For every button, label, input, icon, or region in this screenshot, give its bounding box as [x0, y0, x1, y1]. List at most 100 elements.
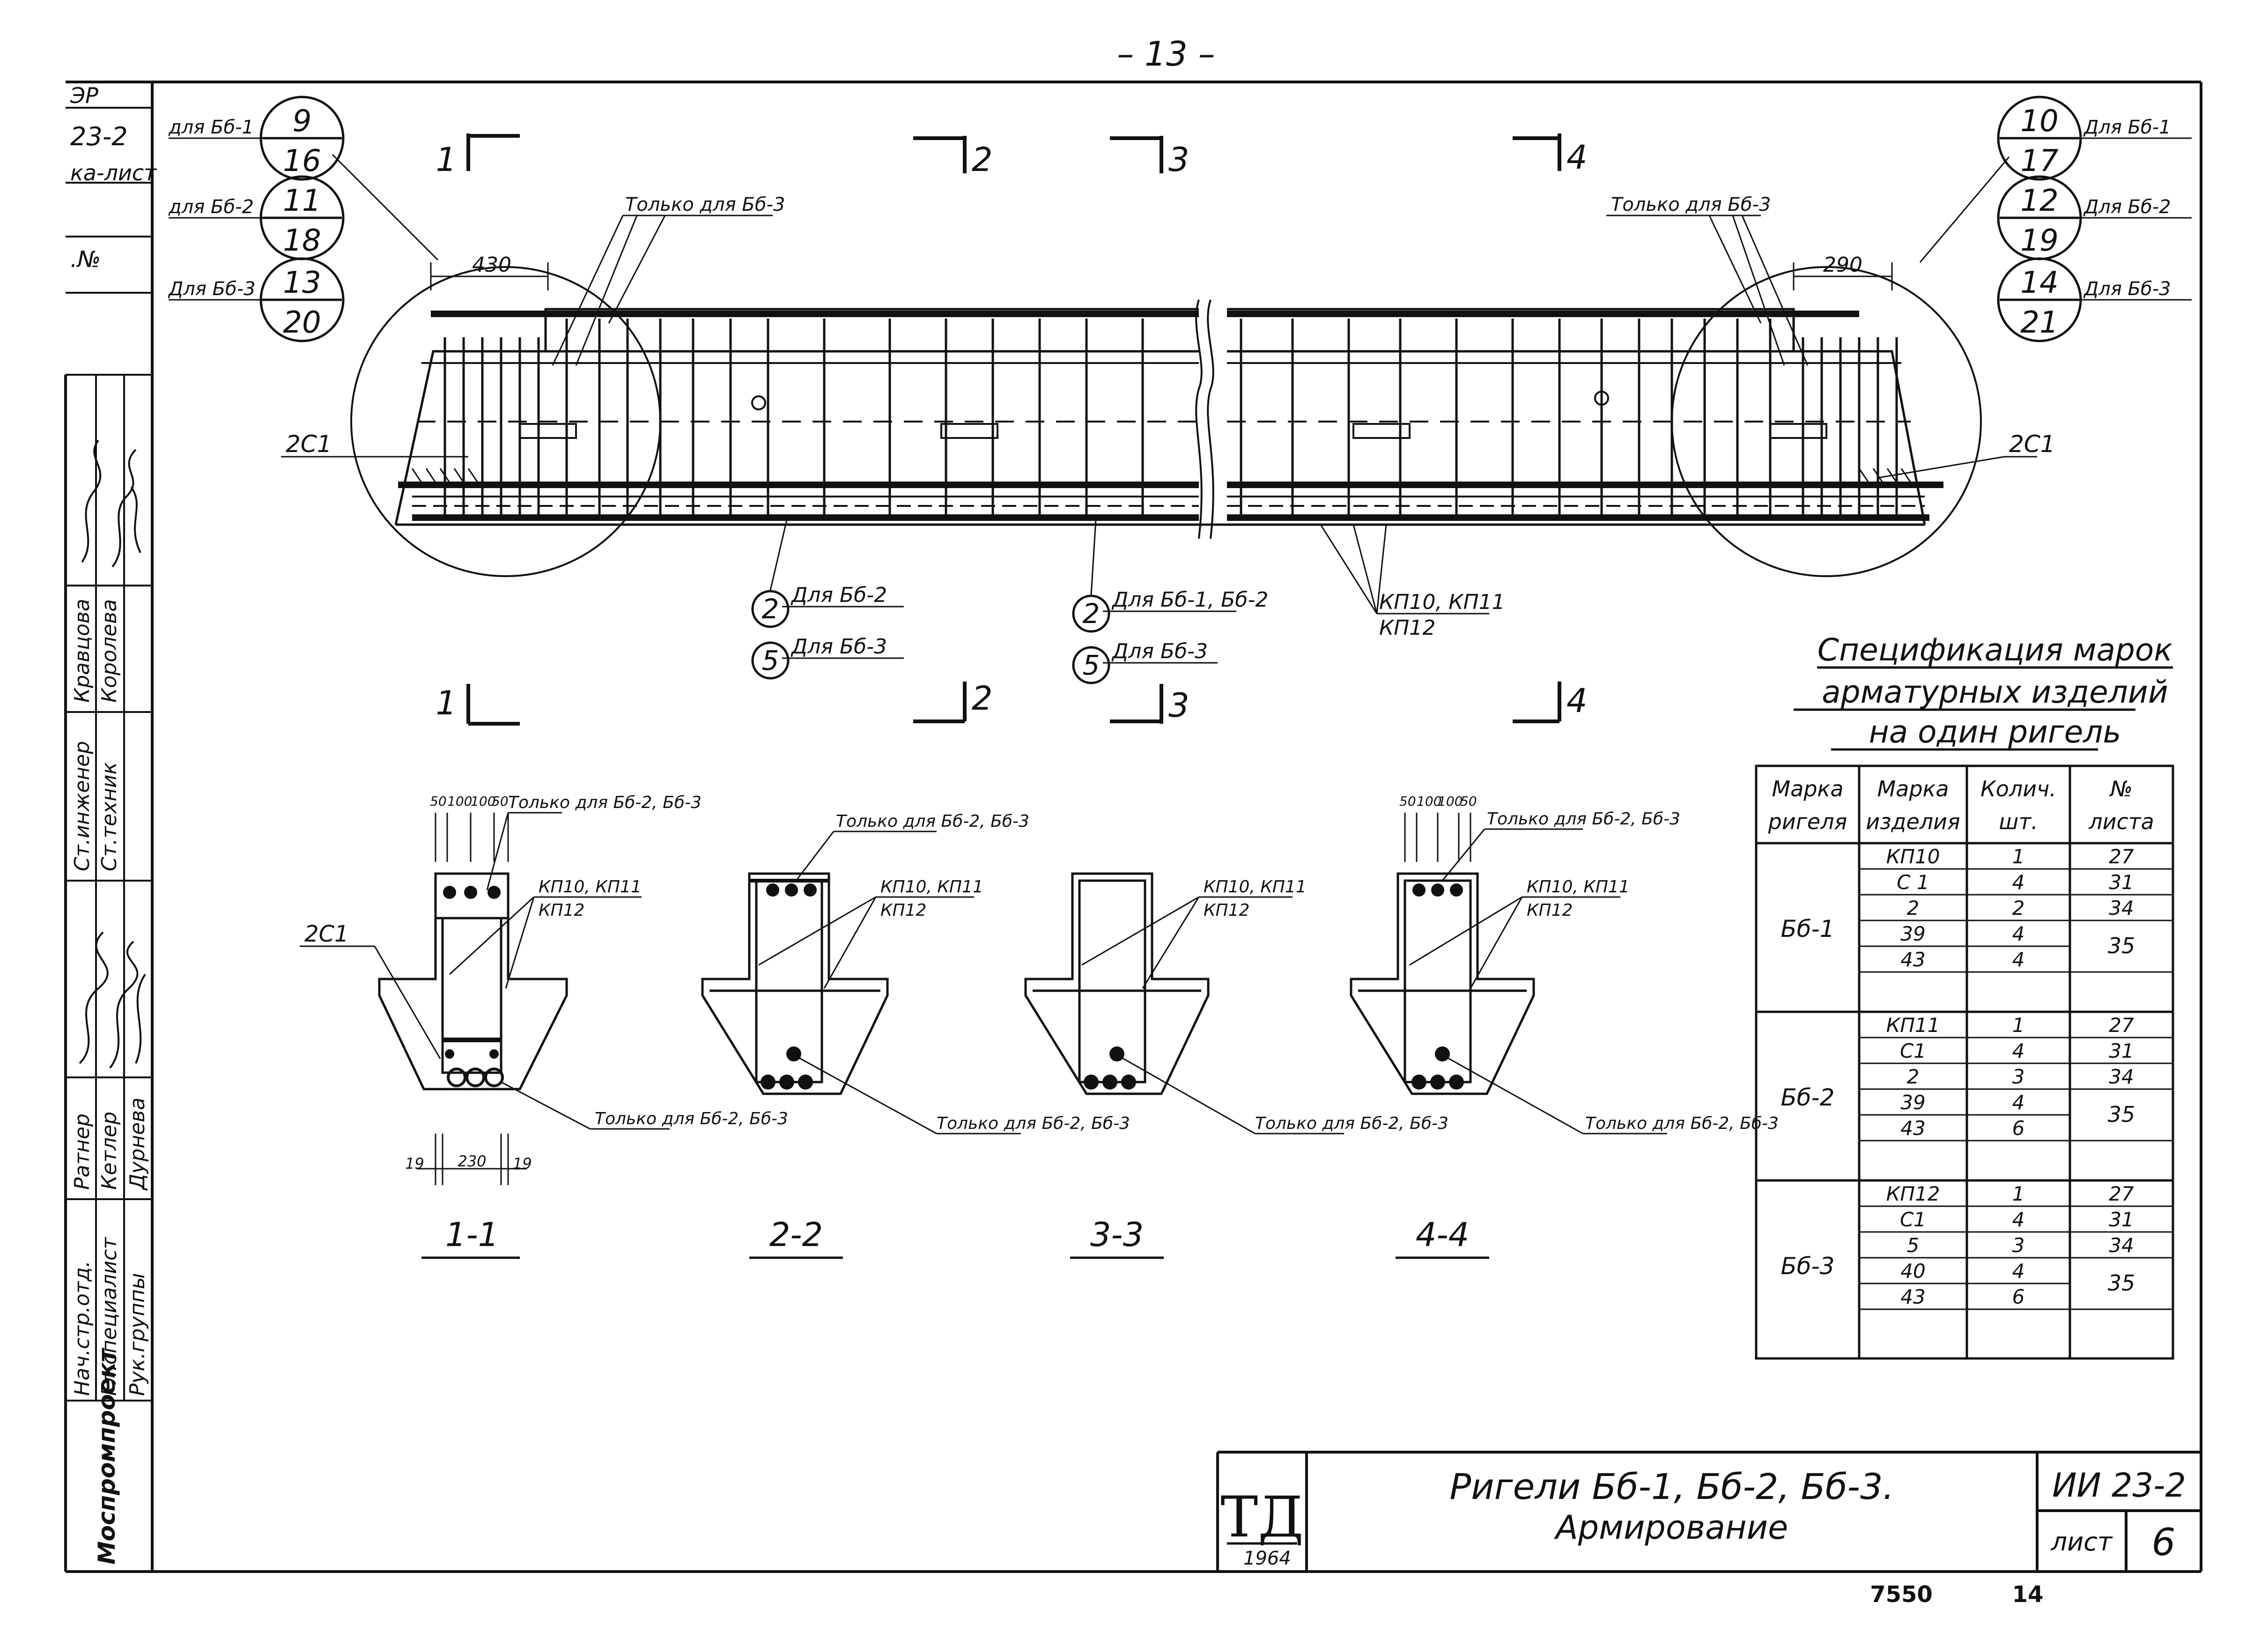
- cell: 43: [1900, 1285, 1925, 1308]
- title-block: ТД 1964 Ригели Бб-1, Бб-2, Бб-3. Армиров…: [1216, 1451, 2201, 1572]
- cell: КП10: [1886, 845, 1940, 868]
- ref-num: 14: [2020, 266, 2058, 300]
- logo-td: ТД: [1220, 1485, 1304, 1550]
- cut-markers-top: 1 2 3 4: [436, 134, 1588, 179]
- role-2: Гл.специалист: [97, 1237, 121, 1396]
- drawing-subtitle: Армирование: [1554, 1508, 1788, 1547]
- cell: 40: [1900, 1260, 1925, 1283]
- ref-label-2: для Бб-2: [168, 196, 254, 218]
- th-mark: Марка: [1772, 776, 1843, 801]
- th-item: Марка: [1877, 776, 1949, 801]
- spec-title-line2: арматурных изделий: [1822, 674, 2168, 710]
- section-4-4: 50 100 100 50 Только для Бб-2, Бб-3 КП10…: [1350, 794, 1779, 1259]
- cell: 34: [2109, 897, 2134, 920]
- callout-num: 2: [1083, 598, 1100, 630]
- section-mark-2c1: 2С1: [304, 921, 349, 947]
- cell: С1: [1900, 1039, 1926, 1062]
- section-title: 1-1: [445, 1216, 499, 1254]
- ref-num: 19: [2020, 223, 2058, 258]
- callout-num: 5: [762, 645, 779, 676]
- logo-year: 1964: [1243, 1548, 1291, 1569]
- left-strip: ЭР 23-2 ка-лист .№ Нач.стр.отд. Гл.специ…: [66, 83, 157, 1565]
- th-sheet: №: [2109, 776, 2133, 801]
- cell: 4: [2012, 1091, 2025, 1114]
- ref-num: 18: [283, 223, 321, 258]
- cell: 1: [2012, 1014, 2025, 1037]
- section-note-bottom: Только для Бб-2, Бб-3: [1585, 1114, 1779, 1133]
- th-sheet: листа: [2088, 809, 2154, 834]
- cell: 3: [2012, 1065, 2025, 1088]
- cell: 34: [2109, 1234, 2134, 1257]
- cell: 2: [1907, 1065, 1920, 1088]
- footer-number-1: 7550: [1870, 1581, 1933, 1608]
- spec-title: Спецификация марок арматурных изделий на…: [1794, 632, 2173, 751]
- cell: 1: [2012, 845, 2025, 868]
- dim-230: 230: [458, 1152, 486, 1170]
- ref-label-3: Для Бб-3: [168, 278, 256, 300]
- section-note-bottom: Только для Бб-2, Бб-3: [595, 1109, 788, 1128]
- sheet-label: лист: [2051, 1527, 2113, 1557]
- kp-label: КП10, КП11: [1379, 590, 1505, 614]
- section-kp2: КП12: [880, 901, 926, 920]
- ref-num: 17: [2020, 144, 2059, 178]
- cell: 4: [2012, 1039, 2025, 1062]
- cut-label-4b: 4: [1566, 682, 1588, 720]
- spec-title-line1: Спецификация марок: [1817, 632, 2172, 668]
- beam-elevation: Только для Бб-3 Только для Бб-3 430 290 …: [281, 194, 2055, 684]
- section-note-top: Только для Бб-2, Бб-3: [1487, 809, 1680, 829]
- ref-num: 11: [283, 184, 321, 218]
- cell: 35: [2108, 1102, 2135, 1127]
- cut-label-4: 4: [1566, 138, 1588, 177]
- group-name: Бб-3: [1781, 1253, 1835, 1280]
- ref-num: 9: [293, 104, 312, 139]
- cell: 5: [1907, 1234, 1920, 1257]
- cell: С 1: [1897, 871, 1929, 894]
- mark-2c1-right: 2С1: [2009, 430, 2055, 458]
- name-kravtsova: Кравцова: [70, 599, 94, 703]
- dim-19: 19: [513, 1155, 532, 1172]
- ref-num: 21: [2020, 305, 2058, 340]
- cut-label-2: 2: [972, 141, 993, 179]
- cell: 4: [2012, 1260, 2025, 1283]
- dim-19: 19: [405, 1155, 424, 1172]
- right-detail-refs: Для Бб-1 Для Бб-2 Для Бб-3 10 17 12 19 1…: [1919, 96, 2192, 342]
- cell: 31: [2109, 1208, 2134, 1231]
- callout-text: Для Бб-1, Бб-2: [1111, 588, 1268, 612]
- role-3: Рук.группы: [126, 1273, 149, 1396]
- ref-label-1: для Бб-1: [168, 117, 254, 138]
- callout-num: 2: [762, 593, 779, 625]
- section-kp2: КП12: [539, 901, 584, 920]
- section-kp: КП10, КП11: [1527, 877, 1630, 897]
- sheet-frame: [64, 81, 2202, 1573]
- section-2-2: Только для Бб-2, Бб-3 КП10, КП11 КП12 То…: [701, 812, 1130, 1259]
- dim-430: 430: [472, 253, 511, 277]
- cell: 6: [2012, 1285, 2025, 1308]
- cell: 2: [2012, 897, 2025, 920]
- th-item: изделия: [1866, 809, 1960, 834]
- section-note-bottom: Только для Бб-2, Бб-3: [1255, 1114, 1448, 1133]
- section-kp2: КП12: [1527, 901, 1573, 920]
- mark-2c1-left: 2С1: [286, 430, 332, 458]
- callout-text: Для Бб-3: [1111, 639, 1208, 663]
- cell: 27: [2109, 1182, 2134, 1205]
- dim-100: 100: [447, 794, 472, 809]
- cell: 4: [2012, 948, 2025, 971]
- cell: 1: [2012, 1182, 2025, 1205]
- group-name: Бб-1: [1781, 915, 1835, 942]
- cell: 35: [2108, 1270, 2135, 1296]
- cell: 6: [2012, 1117, 2025, 1140]
- name-ketler: Кетлер: [97, 1112, 121, 1190]
- cell: 31: [2109, 1039, 2134, 1062]
- note-only-bb3-left: Только для Бб-3: [625, 194, 785, 215]
- ref-num: 20: [283, 305, 321, 340]
- cell: 43: [1900, 1117, 1925, 1140]
- section-kp: КП10, КП11: [1204, 877, 1307, 897]
- dim-290: 290: [1823, 253, 1862, 277]
- page-number: – 13 –: [1117, 34, 1215, 74]
- strip-header-2: 23-2: [70, 122, 128, 151]
- ref-num: 16: [283, 144, 321, 178]
- ref-num: 13: [283, 266, 321, 300]
- dim-50: 50: [492, 794, 509, 809]
- cell: 39: [1900, 1091, 1925, 1114]
